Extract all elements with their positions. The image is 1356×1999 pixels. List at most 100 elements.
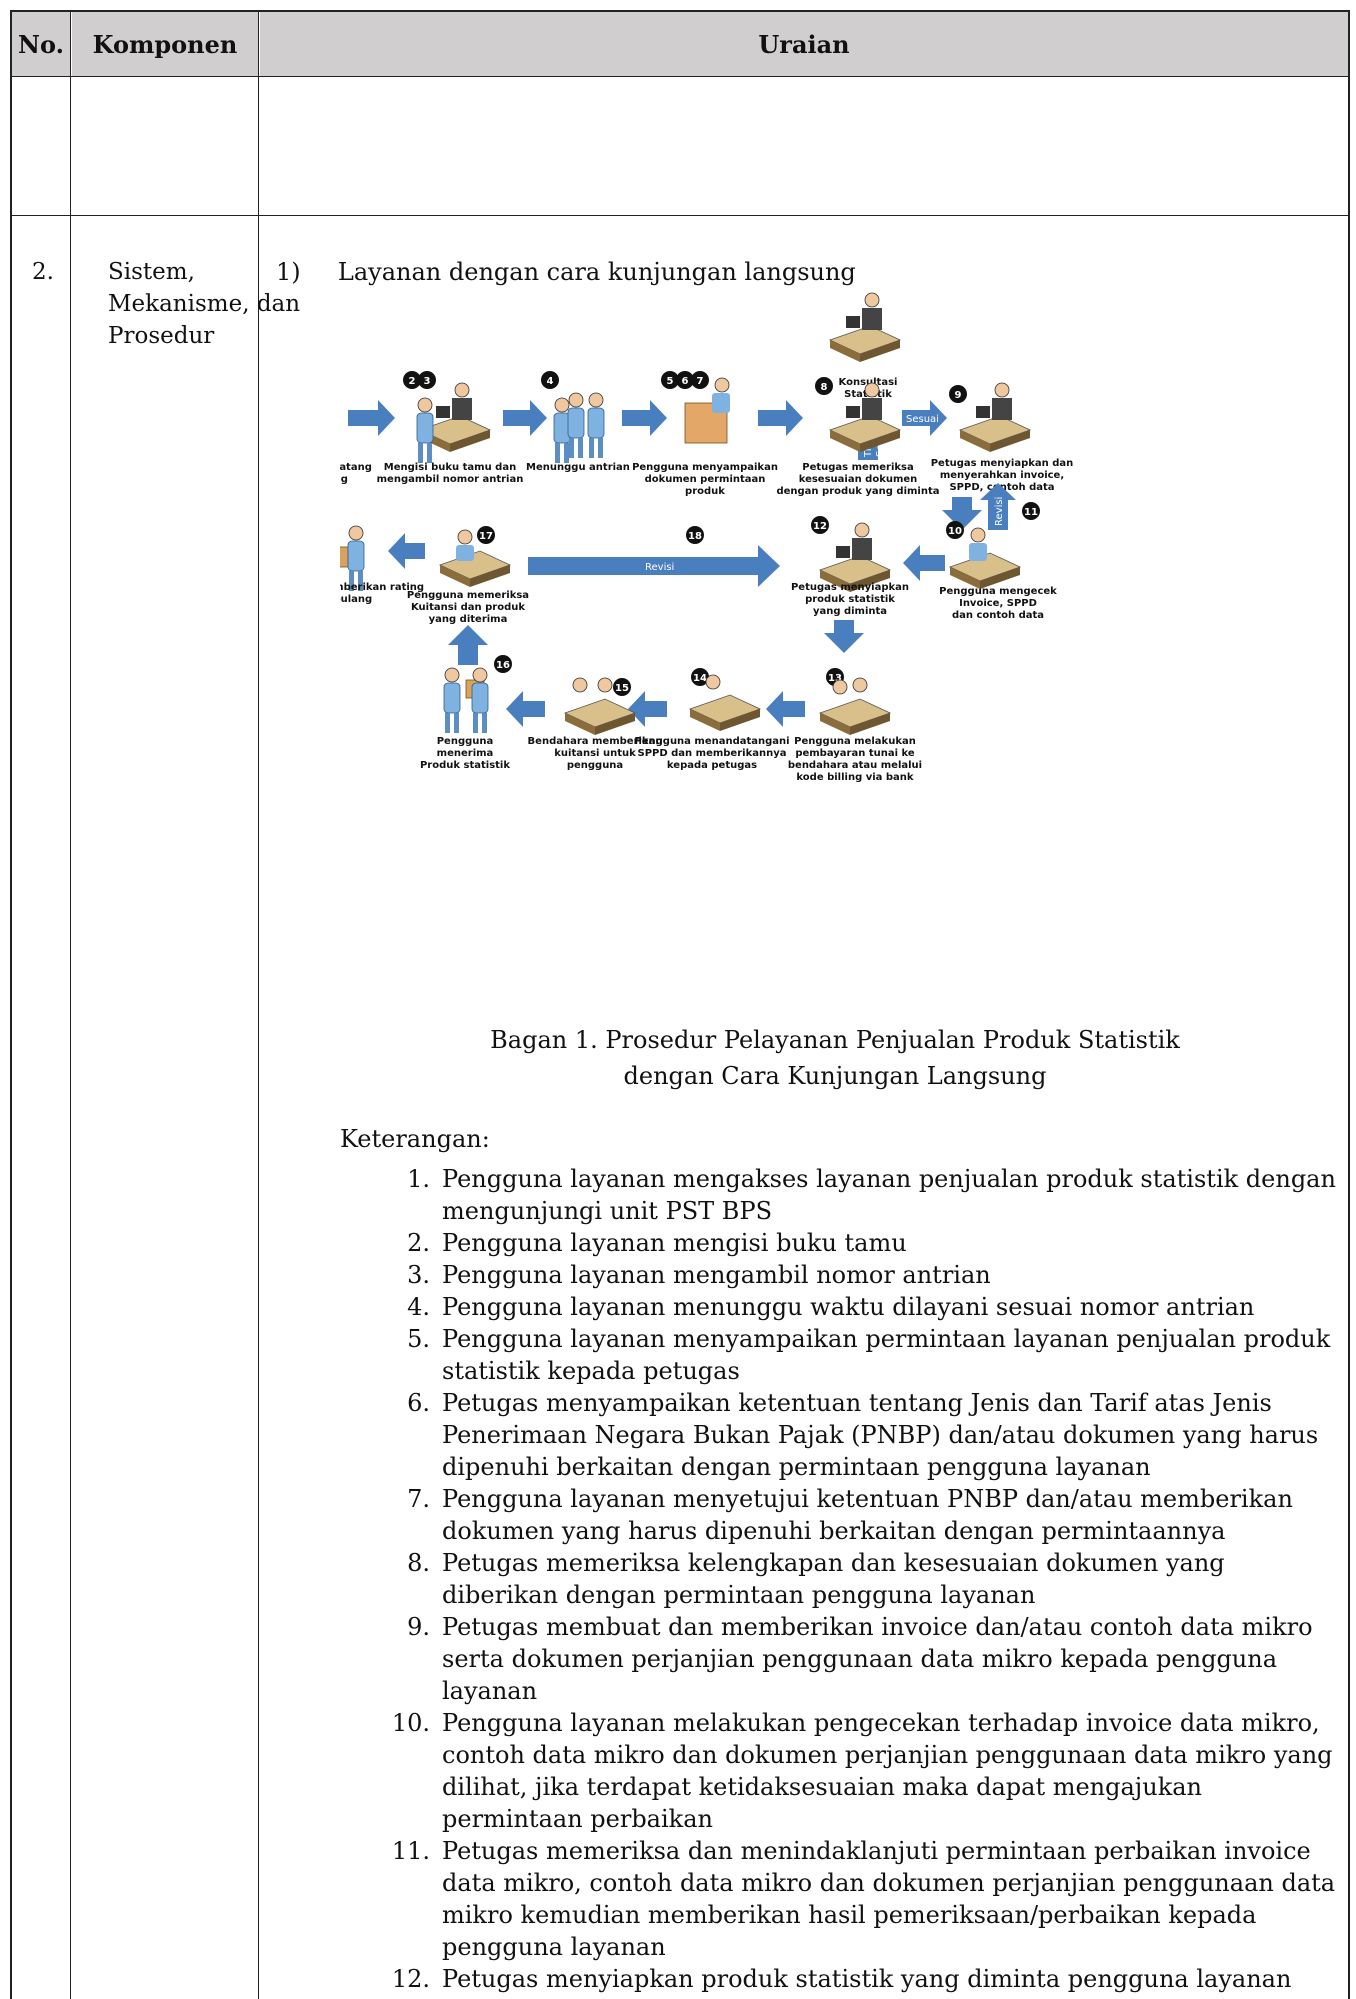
step-node-15: 15 Bendahara memberikan kuitansi untuk p… <box>528 677 662 771</box>
step-text: Pengguna layanan menyetujui ketentuan PN… <box>442 1485 1293 1545</box>
arrow <box>628 691 667 727</box>
svg-text:Petugas menyiapkan dan: Petugas menyiapkan dan <box>931 458 1074 469</box>
header-uraian: Uraian <box>758 30 850 59</box>
svg-text:11: 11 <box>1024 507 1038 518</box>
keterangan-step: 2.Pengguna layanan mengisi buku tamu <box>380 1227 1340 1259</box>
step-text: Pengguna layanan menyampaikan permintaan… <box>442 1325 1331 1385</box>
arrow <box>348 400 395 436</box>
step-node-17: 17 Pengguna memeriksa Kuitansi dan produ… <box>407 526 529 625</box>
header-uraian-cell <box>260 12 1348 76</box>
svg-text:kepada petugas: kepada petugas <box>667 760 757 771</box>
step-text: Pengguna layanan melakukan pengecekan te… <box>442 1709 1333 1833</box>
step-number: 6. <box>407 1389 430 1417</box>
arrow <box>503 400 547 436</box>
row-number: 2. <box>32 259 54 285</box>
svg-text:6: 6 <box>682 376 689 387</box>
step-text: Pengguna layanan mengambil nomor antrian <box>442 1261 991 1289</box>
svg-text:Petugas menyiapkan: Petugas menyiapkan <box>791 582 909 593</box>
keterangan-step: 7.Pengguna layanan menyetujui ketentuan … <box>380 1483 1340 1547</box>
arrow <box>388 533 425 569</box>
svg-text:SPPD dan memberikannya: SPPD dan memberikannya <box>638 748 787 759</box>
svg-text:17: 17 <box>479 531 493 542</box>
keterangan-title: Keterangan: <box>340 1125 490 1153</box>
svg-text:18: 18 <box>688 531 702 542</box>
svg-text:3: 3 <box>424 376 431 387</box>
svg-text:2: 2 <box>409 376 416 387</box>
svg-text:10: 10 <box>948 526 962 537</box>
svg-text:dengan produk yang diminta: dengan produk yang diminta <box>776 486 939 497</box>
arrow <box>506 691 545 727</box>
svg-text:dokumen permintaan: dokumen permintaan <box>645 474 766 485</box>
step-number: 1. <box>407 1165 430 1193</box>
svg-text:9: 9 <box>955 390 962 401</box>
svg-text:4: 4 <box>547 376 554 387</box>
arrow <box>758 400 803 436</box>
arrow <box>942 497 982 530</box>
svg-text:12: 12 <box>813 521 827 532</box>
svg-text:Konsultasi: Konsultasi <box>839 377 898 388</box>
step-text: Petugas menyampaikan ketentuan tentang J… <box>442 1389 1319 1481</box>
header-no-cell <box>12 12 70 76</box>
svg-text:kesesuaian dokumen: kesesuaian dokumen <box>799 474 918 485</box>
keterangan-step: 9. Petugas membuat dan memberikan invoice… <box>380 1611 1340 1707</box>
step-node-4: 4 Menunggu antrian <box>526 371 630 473</box>
svg-text:16: 16 <box>496 660 510 671</box>
keterangan-steps-list: 1.Pengguna layanan mengakses layanan pen… <box>380 1163 1340 1995</box>
svg-text:13: 13 <box>828 673 842 684</box>
row-divider <box>12 76 1348 77</box>
step-node-5-6-7: 5 6 7 Pengguna menyampaikan dokumen perm… <box>632 371 778 497</box>
step-number: 11. <box>391 1837 430 1865</box>
svg-text:mengambil nomor antrian: mengambil nomor antrian <box>377 474 524 485</box>
step-text: Petugas memeriksa dan menindaklanjuti pe… <box>442 1837 1336 1961</box>
svg-text:15: 15 <box>615 683 629 694</box>
arrow <box>448 625 488 665</box>
keterangan-step: 8.Petugas memeriksa kelengkapan dan kese… <box>380 1547 1340 1611</box>
keterangan-step: 10.Pengguna layanan melakukan pengecekan… <box>380 1707 1340 1835</box>
step-node-9: 9 Petugas menyiapkan dan menyerahkan inv… <box>931 383 1074 493</box>
svg-text:Dan pulang: Dan pulang <box>340 594 372 605</box>
step-number: 12. <box>391 1965 430 1993</box>
step-number: 5. <box>407 1325 430 1353</box>
header-komponen-cell <box>72 12 258 76</box>
step-number: 3. <box>407 1261 430 1289</box>
header-no: No. <box>18 30 64 59</box>
step-text: Petugas membuat dan memberikan invoice d… <box>442 1613 1313 1705</box>
svg-text:Pengguna datang: Pengguna datang <box>340 462 372 473</box>
svg-text:bendahara atau melalui: bendahara atau melalui <box>788 760 922 771</box>
svg-text:Pengguna: Pengguna <box>437 736 494 747</box>
step-node-2-3: 2 3 Mengisi buku tamu dan mengambil nomo… <box>377 371 524 485</box>
arrow <box>903 545 945 581</box>
svg-text:pembayaran tunai ke: pembayaran tunai ke <box>795 748 915 759</box>
row-divider <box>12 215 1348 216</box>
badge-11: 11 <box>1022 502 1040 520</box>
svg-text:Pengguna memberikan rating: Pengguna memberikan rating <box>340 582 424 593</box>
arrow-revisi-up: Revisi <box>980 483 1016 530</box>
svg-text:Invoice, SPPD: Invoice, SPPD <box>959 598 1037 609</box>
step-number: 4. <box>407 1293 430 1321</box>
step-node-1: 1 Pengguna datang langsung <box>340 462 372 485</box>
svg-text:Pengguna memeriksa: Pengguna memeriksa <box>407 590 529 601</box>
svg-text:Pengguna mengecek: Pengguna mengecek <box>939 586 1057 597</box>
procedure-flow-diagram: Konsultasi Statistik Tidak Sesuai 1 Peng… <box>340 285 1074 783</box>
arrow <box>824 620 864 653</box>
step-text: Petugas memeriksa kelengkapan dan kesesu… <box>442 1549 1225 1609</box>
svg-text:5: 5 <box>667 376 674 387</box>
column-divider <box>70 12 71 1999</box>
svg-text:pengguna: pengguna <box>567 760 623 771</box>
step-node-8: 8 Petugas memeriksa kesesuaian dokumen d… <box>776 377 940 497</box>
svg-text:menyerahkan invoice,: menyerahkan invoice, <box>940 470 1064 481</box>
svg-text:14: 14 <box>693 673 707 684</box>
svg-text:dan contoh data: dan contoh data <box>952 610 1044 621</box>
step-number: 2. <box>407 1229 430 1257</box>
keterangan-step: 6. Petugas menyampaikan ketentuan tentang… <box>380 1387 1340 1483</box>
step-node-12: 12 Petugas menyiapkan produk statistik y… <box>791 516 909 617</box>
svg-text:Petugas memeriksa: Petugas memeriksa <box>802 462 913 473</box>
svg-text:Sesuai: Sesuai <box>906 414 939 425</box>
arrow <box>622 400 667 436</box>
svg-text:Mengisi buku tamu dan: Mengisi buku tamu dan <box>384 462 516 473</box>
header-komponen: Komponen <box>92 30 238 59</box>
procedure-table: No. Komponen Uraian 2. Sistem, Mekanisme… <box>10 10 1350 1999</box>
step-number: 9. <box>407 1613 430 1641</box>
svg-text:Revisi: Revisi <box>994 497 1005 526</box>
konsultasi-statistik-node: Konsultasi Statistik <box>830 293 900 400</box>
